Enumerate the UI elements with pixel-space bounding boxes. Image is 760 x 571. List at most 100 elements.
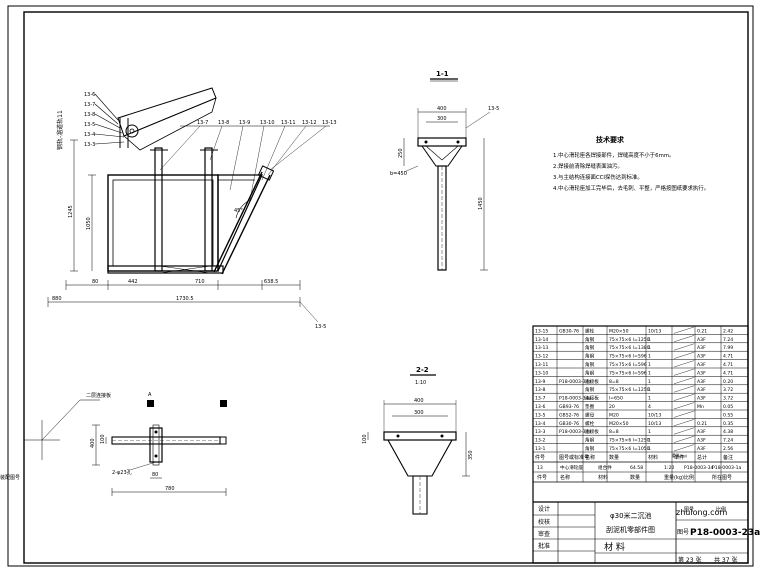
bom-cell: 连接板 bbox=[585, 378, 599, 385]
callout-top-7: 13-13 bbox=[322, 120, 337, 126]
material-label: 材 料 bbox=[604, 541, 625, 553]
callout-left-4: 13-5 bbox=[84, 122, 95, 128]
bom-cell: P18-0003-34a bbox=[559, 396, 591, 402]
dim-bottom-2: 442 bbox=[128, 279, 138, 285]
view-label-bottom: 2-2 bbox=[416, 366, 429, 374]
section-dim-side: 100 bbox=[362, 434, 368, 444]
tb-label-4: 批准 bbox=[538, 542, 550, 550]
bom-header-cell: 总计 bbox=[697, 454, 707, 461]
bom-cell: 3.72 bbox=[723, 396, 733, 402]
top-callouts: 13-7 13-8 13-9 13-10 13-11 13-12 13-13 bbox=[159, 120, 337, 201]
bom-cell: 1 bbox=[648, 446, 651, 452]
bom-cell: 75×75×6 l=1250 bbox=[609, 337, 650, 343]
bom-cell: 角钢 bbox=[585, 361, 595, 368]
assembly-cell: 13 bbox=[537, 465, 543, 471]
bom-cell: 1 bbox=[648, 379, 651, 385]
assembly-header-cell: 重量(kg) bbox=[664, 474, 684, 481]
bom-cell: M20×50 bbox=[609, 328, 629, 334]
dim-height-inner: 1050 bbox=[86, 217, 92, 230]
dim-left: 880 bbox=[52, 296, 62, 302]
bom-cell: GB93-76 bbox=[559, 404, 579, 410]
bom-cell: A3F bbox=[697, 370, 706, 376]
upper-bracket bbox=[117, 87, 217, 151]
bom-header-cell: 材料 bbox=[648, 454, 658, 461]
dim-angle: 45° bbox=[234, 208, 243, 214]
callout-left-3: 13-8 bbox=[84, 112, 95, 118]
bom-cell: 1 bbox=[648, 354, 651, 360]
bom-cell: 75×75×6 l=1380 bbox=[609, 345, 650, 351]
bom-header-cell: 备注 bbox=[723, 454, 733, 461]
section-dim-top: 400 bbox=[414, 398, 424, 404]
bom-cell: 10/13 bbox=[648, 328, 661, 334]
bom-cell: 13-8 bbox=[535, 387, 546, 393]
left-callouts: 13-6 13-7 13-8 13-5 13-4 13-3 bbox=[84, 92, 125, 148]
bom-cell: 螺母 bbox=[585, 411, 595, 418]
bom-cell: 4.38 bbox=[723, 429, 733, 435]
bom-cell: A3F bbox=[697, 337, 706, 343]
section-dim-height: 350 bbox=[468, 450, 474, 460]
assembly-cell: P18-0003-1a bbox=[712, 465, 742, 471]
bom-cell: 螺栓 bbox=[585, 327, 595, 334]
plan-dim-d: 80 bbox=[152, 472, 158, 478]
stamp-label-1: 图号 bbox=[684, 507, 694, 513]
stamp-label-2: 比例 bbox=[716, 506, 726, 513]
bom-cell: 2.56 bbox=[723, 446, 733, 452]
bom-cell: 4.71 bbox=[723, 354, 733, 360]
bom-cell: 7.99 bbox=[723, 345, 733, 351]
bom-cell: A3F bbox=[697, 379, 706, 385]
assembly-cell: 1:20 bbox=[664, 465, 674, 471]
bom-cell: 13-2 bbox=[535, 438, 546, 444]
bom-cell: 13-10 bbox=[535, 370, 548, 376]
bom-cell: 0.55 bbox=[723, 412, 733, 418]
outer-frame bbox=[7, 5, 754, 567]
assembly-header-cell: 材料 bbox=[598, 474, 608, 481]
callout-right: 13-5 bbox=[315, 324, 326, 330]
drawing-no: P18-0003-23a bbox=[690, 528, 760, 538]
bom-cell: A3F bbox=[697, 446, 706, 452]
bom-cell: 连接板 bbox=[585, 395, 599, 402]
bom-cell: 75×75×6 l=596 bbox=[609, 354, 647, 360]
bom-cell: 13-1 bbox=[535, 446, 546, 452]
scale-bottom: 1:10 bbox=[415, 380, 426, 386]
bom-cell: A3F bbox=[697, 438, 706, 444]
bom-header-cell: 单件 bbox=[674, 454, 684, 461]
side-dim-left: 250 bbox=[398, 148, 404, 158]
assembly-cell: 中心滑轮座 bbox=[560, 464, 583, 471]
bom-cell: 13-4 bbox=[535, 421, 546, 427]
bom-cell: 4 bbox=[648, 404, 651, 410]
bom-cell: 1 bbox=[648, 429, 651, 435]
bom-cell: 10/13 bbox=[648, 421, 661, 427]
bom-cell: 13-13 bbox=[535, 345, 548, 351]
bom-header-cell: 图号或标准号 bbox=[559, 454, 589, 461]
bom-cell: 4.71 bbox=[723, 370, 733, 376]
bom-cell: P18-0003-34a bbox=[559, 429, 591, 435]
plan-dim-b: 100 bbox=[100, 434, 106, 444]
view-label-top: 1-1 bbox=[436, 70, 449, 78]
bom-cell: 75×75×6 l=596 bbox=[609, 362, 647, 368]
side-dim-top: 400 bbox=[437, 106, 447, 112]
bom-cell: 1 bbox=[648, 387, 651, 393]
callout-top-4: 13-10 bbox=[260, 120, 275, 126]
bom-cell: 1 bbox=[648, 362, 651, 368]
plan-marker: A bbox=[148, 392, 152, 398]
side-dim-height: 1450 bbox=[478, 197, 484, 210]
bom-cell: A3F bbox=[697, 354, 706, 360]
bom-cell: 10/13 bbox=[648, 412, 661, 418]
main-view: 钢轨-溜道轨11 13-6 13-7 13-8 13-5 13-4 13-3 bbox=[47, 87, 337, 330]
bom-cell: GB52-76 bbox=[559, 412, 579, 418]
bom-cell: M20×50 bbox=[609, 421, 629, 427]
bom-cell: 0.21 bbox=[697, 421, 707, 427]
callout-top-2: 13-8 bbox=[218, 120, 229, 126]
assembly-header-cell: 所在图号 bbox=[712, 474, 732, 481]
bom-cell: 角钢 bbox=[585, 445, 595, 452]
note-2: 2.焊接前清除焊缝表面油污。 bbox=[553, 162, 623, 170]
bom-cell: 13-14 bbox=[535, 337, 548, 343]
bom-cell: 1 bbox=[648, 337, 651, 343]
dim-bottom-4: 638.5 bbox=[264, 279, 278, 285]
bom-cell: 75×75×6 l=1250 bbox=[609, 387, 650, 393]
bom-cell: 20 bbox=[609, 404, 615, 410]
side-view: 1-1 400 300 250 1450 b=450 13-5 bbox=[390, 70, 499, 271]
bom-cell: 3.72 bbox=[723, 387, 733, 393]
callout-top-1: 13-7 bbox=[197, 120, 208, 126]
